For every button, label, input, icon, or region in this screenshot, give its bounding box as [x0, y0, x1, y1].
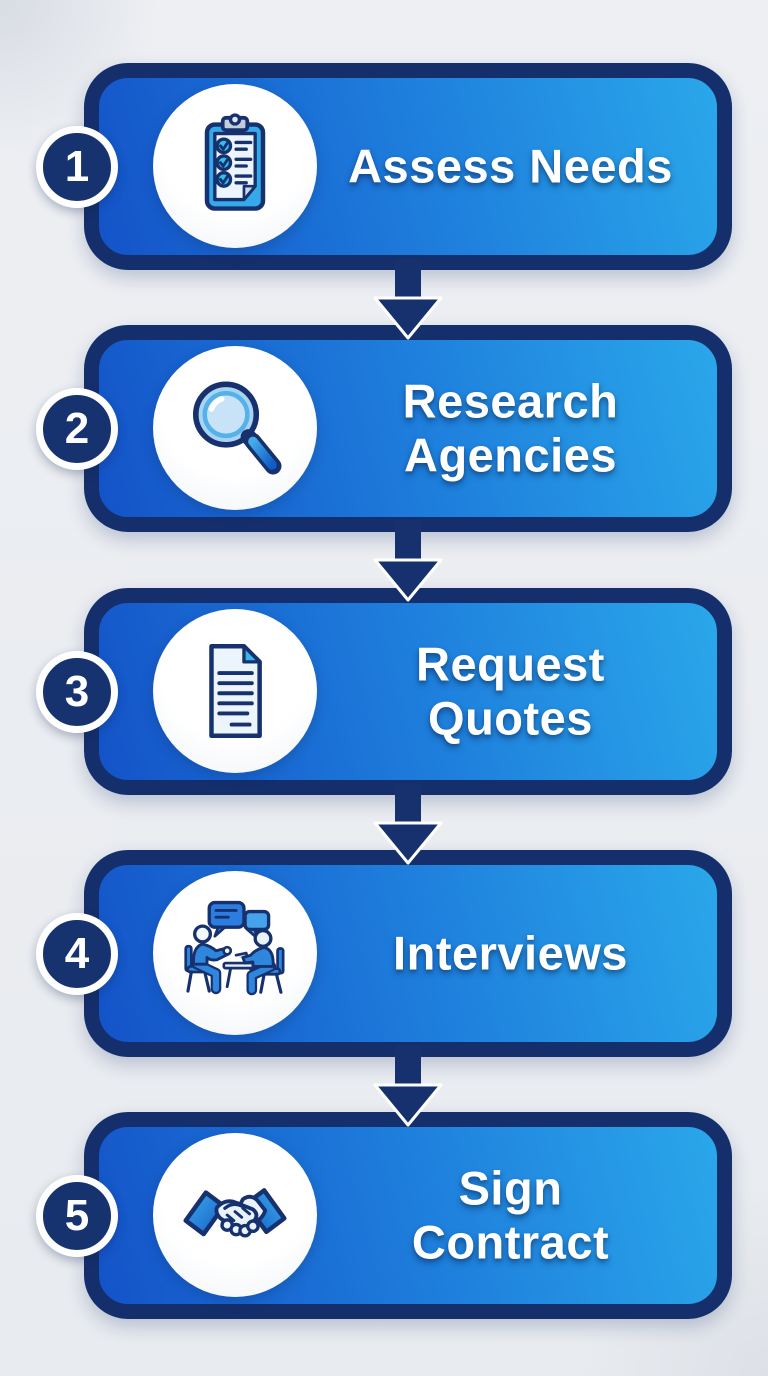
step-1-icon-circle	[153, 84, 317, 248]
step-number: 5	[64, 1190, 90, 1240]
step-1-number-badge: 1	[36, 125, 118, 208]
step-number: 4	[64, 928, 90, 978]
step-card-5: 5	[36, 1112, 732, 1319]
step-card-4: 4	[36, 850, 732, 1057]
step-1-label: Assess Needs	[348, 139, 673, 193]
step-card-2: 2 Research Agencies	[36, 325, 732, 532]
down-arrow-icon	[373, 520, 443, 602]
interview-discussion-icon	[184, 900, 285, 996]
step-3-label: Request Quotes	[416, 636, 605, 745]
handshake-icon	[183, 1188, 287, 1238]
step-number: 2	[64, 403, 90, 453]
step-3-icon-circle	[153, 609, 317, 773]
step-4-label: Interviews	[393, 926, 628, 980]
down-arrow-icon	[373, 258, 443, 340]
checklist-clipboard-icon	[204, 113, 266, 211]
step-5-label: Sign Contract	[411, 1160, 610, 1269]
step-5-icon-circle	[153, 1133, 317, 1297]
down-arrow-icon	[373, 783, 443, 865]
magnifying-glass-icon	[193, 381, 282, 475]
step-3-number-badge: 3	[36, 650, 118, 733]
step-2-label: Research Agencies	[402, 373, 619, 482]
step-5-number-badge: 5	[36, 1174, 118, 1257]
step-number: 3	[64, 666, 90, 716]
step-2-number-badge: 2	[36, 387, 118, 470]
down-arrow-icon	[373, 1045, 443, 1127]
step-number: 1	[64, 141, 90, 191]
document-icon	[209, 643, 262, 739]
step-4-icon-circle	[153, 871, 317, 1035]
step-4-number-badge: 4	[36, 912, 118, 995]
step-card-1: 1	[36, 63, 732, 270]
step-2-icon-circle	[153, 346, 317, 510]
step-card-3: 3 Request Quotes	[36, 588, 732, 795]
